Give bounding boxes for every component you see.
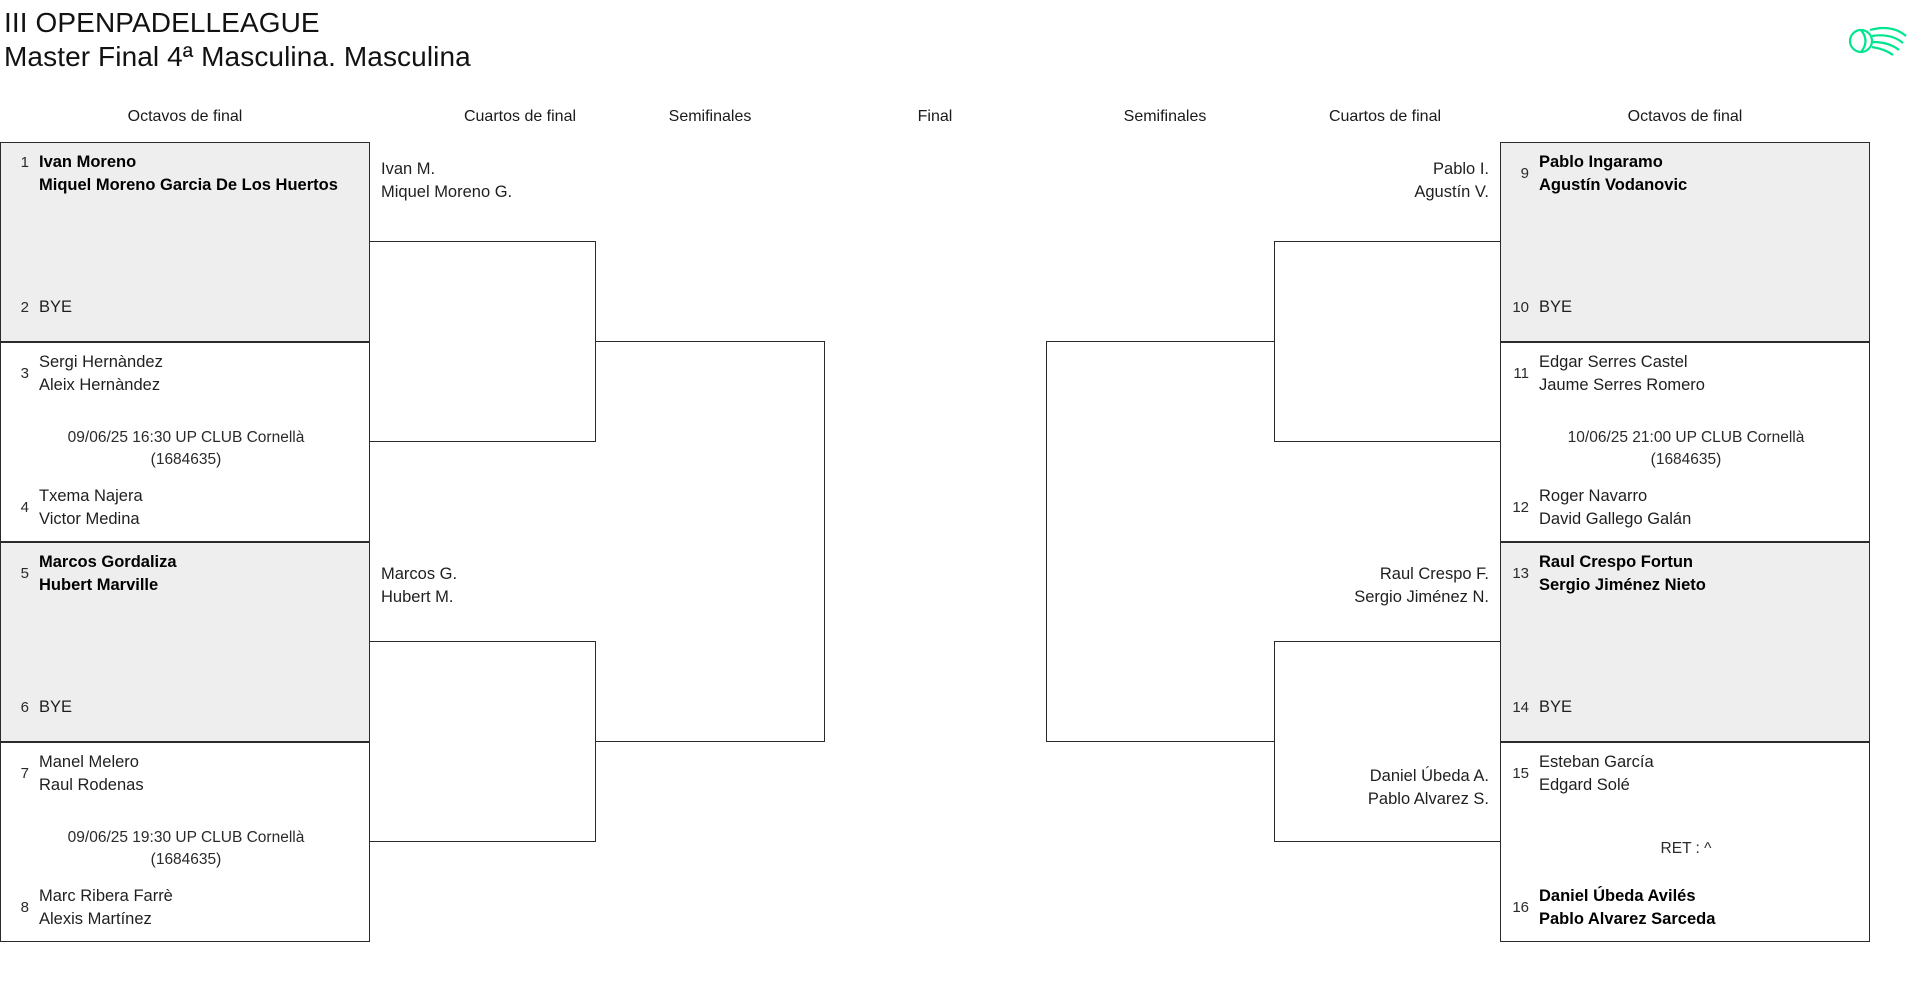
match-box-right-4[interactable]: 15 Esteban García Edgard Solé RET : ^ 16…: [1500, 742, 1870, 942]
connector-line: [1274, 841, 1500, 842]
round-header-left-semifinales: Semifinales: [668, 108, 752, 125]
connector-line: [370, 641, 596, 642]
match-box-left-1[interactable]: 1 Ivan Moreno Miquel Moreno Garcia De Lo…: [0, 142, 370, 342]
team-slot-seed-9[interactable]: 9 Pablo Ingaramo Agustín Vodanovic: [1509, 151, 1688, 197]
team-names: Daniel Úbeda Avilés Pablo Alvarez Sarced…: [1539, 887, 1716, 928]
team-slot-seed-6[interactable]: 6 BYE: [9, 696, 72, 719]
team-slot-seed-4[interactable]: 4 Txema Najera Victor Medina: [9, 485, 143, 531]
advance-label-right-qf-1: Pablo I. Agustín V.: [1414, 160, 1489, 201]
team-slot-seed-11[interactable]: 11 Edgar Serres Castel Jaume Serres Rome…: [1509, 351, 1705, 397]
match-info-right-4: RET : ^: [1660, 840, 1712, 857]
team-names: Pablo Ingaramo Agustín Vodanovic: [1539, 153, 1688, 194]
seed-number: 5: [20, 565, 29, 582]
tournament-name: III OPENPADELLEAGUE: [4, 7, 320, 38]
seed-number: 10: [1512, 299, 1529, 316]
team-slot-seed-14[interactable]: 14 BYE: [1509, 696, 1572, 719]
team-slot-seed-2[interactable]: 2 BYE: [9, 296, 72, 319]
round-header-left-cuartos: Cuartos de final: [463, 108, 577, 125]
seed-number: 9: [1520, 165, 1529, 182]
team-slot-seed-12[interactable]: 12 Roger Navarro David Gallego Galán: [1509, 485, 1691, 531]
round-header-final: Final: [917, 108, 953, 125]
match-info-right-2: 10/06/25 21:00 UP CLUB Cornellà (1684635…: [1567, 429, 1805, 468]
round-header-right-cuartos: Cuartos de final: [1328, 108, 1442, 125]
team-slot-seed-8[interactable]: 8 Marc Ribera Farrè Alexis Martínez: [9, 885, 173, 931]
advance-label-right-qf-2: Raul Crespo F. Sergio Jiménez N.: [1354, 565, 1489, 606]
seed-number: 6: [20, 699, 29, 716]
team-names: BYE: [1539, 298, 1573, 316]
match-info-left-4: 09/06/25 19:30 UP CLUB Cornellà (1684635…: [67, 829, 305, 868]
connector-line: [1046, 741, 1275, 742]
round-header-left-octavos: Octavos de final: [127, 108, 243, 125]
connector-line: [1046, 341, 1275, 342]
team-slot-seed-3[interactable]: 3 Sergi Hernàndez Aleix Hernàndez: [9, 351, 163, 397]
team-names: Marc Ribera Farrè Alexis Martínez: [39, 887, 173, 928]
connector-line: [1274, 641, 1500, 642]
team-names: BYE: [39, 698, 73, 716]
team-names: Edgar Serres Castel Jaume Serres Romero: [1539, 353, 1705, 394]
team-names: BYE: [39, 298, 73, 316]
match-box-right-2[interactable]: 11 Edgar Serres Castel Jaume Serres Rome…: [1500, 342, 1870, 542]
seed-number: 8: [20, 899, 29, 916]
seed-number: 3: [20, 365, 29, 382]
round-header-right-octavos: Octavos de final: [1627, 108, 1743, 125]
match-info-left-2: 09/06/25 16:30 UP CLUB Cornellà (1684635…: [67, 429, 305, 468]
team-slot-seed-1[interactable]: 1 Ivan Moreno Miquel Moreno Garcia De Lo…: [9, 151, 338, 197]
seed-number: 12: [1512, 499, 1529, 516]
team-names: Esteban García Edgard Solé: [1539, 753, 1654, 794]
connector-line: [595, 741, 825, 742]
connector-line: [370, 241, 596, 242]
match-box-left-2[interactable]: 3 Sergi Hernàndez Aleix Hernàndez 09/06/…: [0, 342, 370, 542]
seed-number: 11: [1513, 365, 1529, 382]
seed-number: 1: [20, 154, 29, 171]
connector-line: [595, 341, 825, 342]
advance-label-left-qf-1: Ivan M. Miquel Moreno G.: [381, 160, 513, 201]
advance-label-left-qf-2: Marcos G. Hubert M.: [381, 565, 458, 606]
team-slot-seed-7[interactable]: 7 Manel Melero Raul Rodenas: [9, 751, 144, 797]
team-slot-seed-13[interactable]: 13 Raul Crespo Fortun Sergio Jiménez Nie…: [1509, 551, 1706, 597]
team-names: Raul Crespo Fortun Sergio Jiménez Nieto: [1539, 553, 1706, 594]
category-name: Master Final 4ª Masculina. Masculina: [4, 41, 471, 72]
match-box-left-4[interactable]: 7 Manel Melero Raul Rodenas 09/06/25 19:…: [0, 742, 370, 942]
page-title: III OPENPADELLEAGUE Master Final 4ª Masc…: [4, 6, 471, 74]
team-slot-seed-16[interactable]: 16 Daniel Úbeda Avilés Pablo Alvarez Sar…: [1509, 885, 1715, 931]
seed-number: 16: [1512, 899, 1529, 916]
team-names: Sergi Hernàndez Aleix Hernàndez: [39, 353, 163, 394]
connector-line: [1274, 241, 1500, 242]
seed-number: 13: [1512, 565, 1529, 582]
match-box-right-1[interactable]: 9 Pablo Ingaramo Agustín Vodanovic 10 BY…: [1500, 142, 1870, 342]
seed-number: 15: [1512, 765, 1529, 782]
connector-line: [370, 441, 596, 442]
seed-number: 14: [1512, 699, 1529, 716]
team-names: Roger Navarro David Gallego Galán: [1539, 487, 1692, 528]
team-names: Txema Najera Victor Medina: [39, 487, 143, 528]
team-slot-seed-10[interactable]: 10 BYE: [1509, 296, 1572, 319]
team-slot-seed-5[interactable]: 5 Marcos Gordaliza Hubert Marville: [9, 551, 177, 597]
team-names: Marcos Gordaliza Hubert Marville: [39, 553, 177, 594]
round-header-right-semifinales: Semifinales: [1123, 108, 1207, 125]
seed-number: 2: [20, 299, 29, 316]
openpadelleague-logo-icon: [1843, 16, 1909, 62]
match-box-left-3[interactable]: 5 Marcos Gordaliza Hubert Marville 6 BYE: [0, 542, 370, 742]
connector-line: [824, 341, 825, 742]
seed-number: 7: [20, 765, 29, 782]
connector-line: [1274, 441, 1500, 442]
team-slot-seed-15[interactable]: 15 Esteban García Edgard Solé: [1509, 751, 1654, 797]
seed-number: 4: [20, 499, 29, 516]
team-names: BYE: [1539, 698, 1573, 716]
match-box-right-3[interactable]: 13 Raul Crespo Fortun Sergio Jiménez Nie…: [1500, 542, 1870, 742]
team-names: Manel Melero Raul Rodenas: [39, 753, 144, 794]
connector-line: [1046, 341, 1047, 742]
advance-label-right-qf-3: Daniel Úbeda A. Pablo Alvarez S.: [1367, 767, 1489, 808]
team-names: Ivan Moreno Miquel Moreno Garcia De Los …: [39, 153, 338, 194]
connector-line: [370, 841, 596, 842]
